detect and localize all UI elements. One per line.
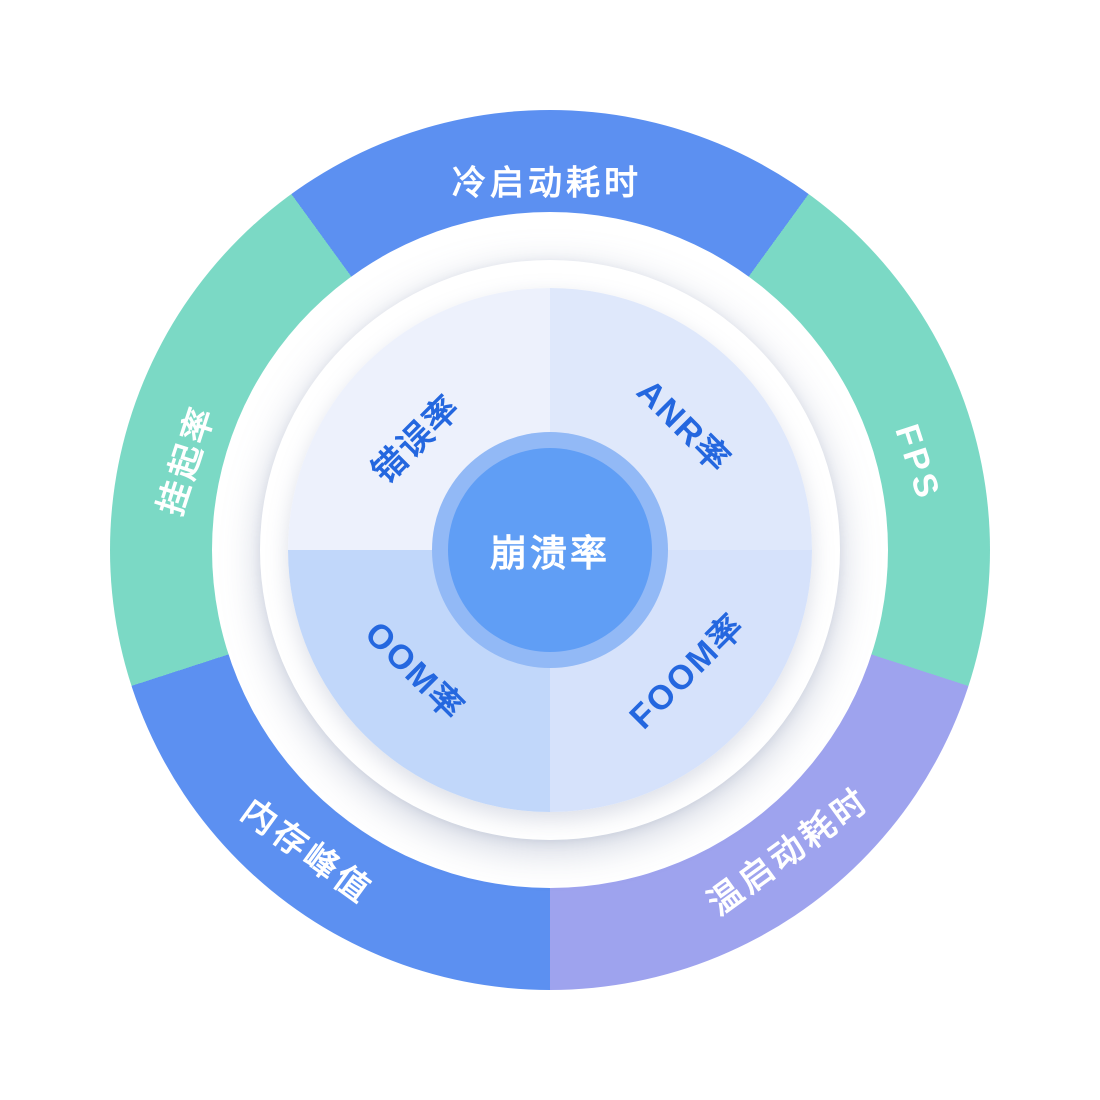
- segment-label-cold-start-time: 冷启动耗时: [452, 164, 642, 203]
- center-circle: 崩溃率: [448, 448, 652, 652]
- center-label-crash-rate: 崩溃率: [490, 533, 610, 574]
